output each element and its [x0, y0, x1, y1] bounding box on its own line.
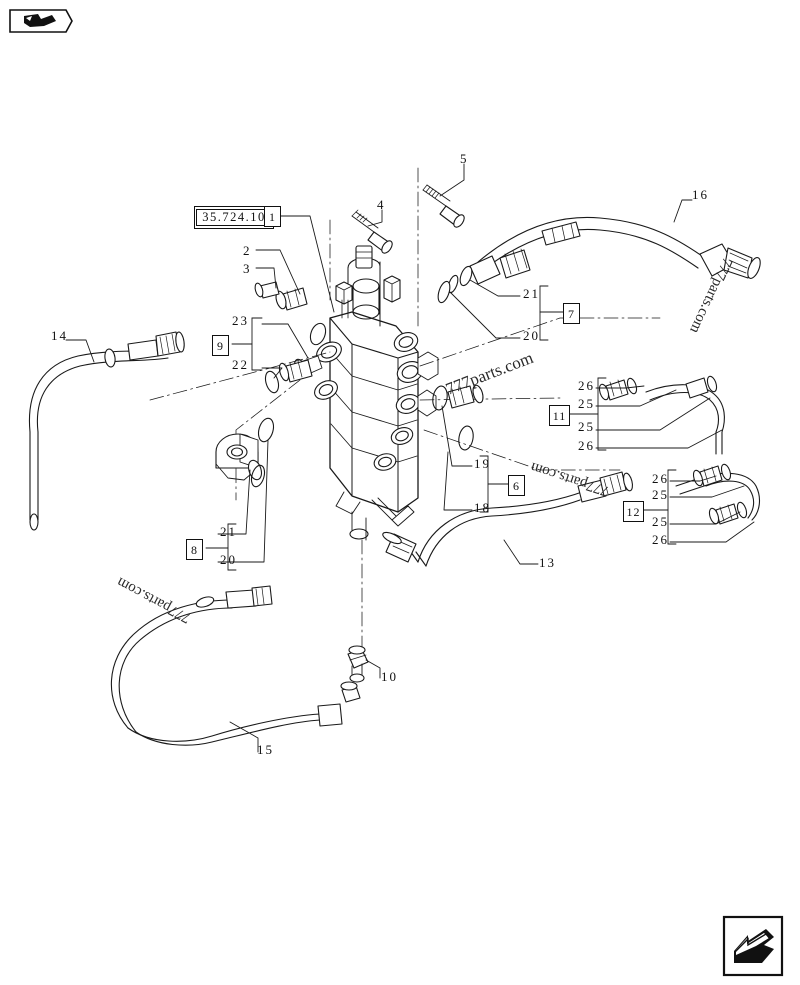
callout-5[interactable]: 5 — [460, 152, 469, 165]
callout-label: 25 — [652, 514, 669, 529]
valve-left-ports — [314, 341, 342, 400]
fitting-group-8 — [215, 417, 275, 488]
callout-4[interactable]: 4 — [377, 198, 386, 211]
callout-label: 22 — [232, 357, 249, 372]
control-valve-body — [293, 245, 439, 541]
callout-label: 20 — [220, 552, 237, 567]
tube-11 — [598, 375, 725, 455]
callout-label: 5 — [460, 151, 469, 166]
hose-15 — [110, 585, 343, 746]
callout-7[interactable]: 7 — [563, 303, 580, 324]
callout-label: 26 — [578, 378, 595, 393]
callout-label: 12 — [626, 504, 641, 519]
part-18-19 — [432, 384, 484, 451]
hose-14 — [28, 331, 185, 531]
callout-label: 23 — [232, 313, 249, 328]
callout-13[interactable]: 13 — [539, 556, 556, 569]
callout-label: 1 — [269, 209, 276, 224]
callout-25-b[interactable]: 25 — [578, 420, 595, 433]
callout-label: 3 — [243, 261, 252, 276]
callout-label: 18 — [474, 500, 491, 515]
callout-26-b[interactable]: 26 — [578, 439, 595, 452]
callout-label: 26 — [652, 471, 669, 486]
bolt-4 — [351, 209, 393, 254]
valve-right-ports — [373, 332, 424, 471]
callout-label: 26 — [578, 438, 595, 453]
callout-label: 19 — [474, 456, 491, 471]
bolt-5 — [422, 184, 465, 228]
part-2-3 — [254, 281, 308, 311]
callout-label: 26 — [652, 532, 669, 547]
callout-22[interactable]: 22 — [232, 358, 249, 371]
hose-13 — [382, 471, 634, 567]
fitting-10 — [340, 645, 369, 703]
callout-25-c[interactable]: 25 — [652, 488, 669, 501]
callout-9[interactable]: 9 — [212, 335, 229, 356]
callout-26-a[interactable]: 26 — [578, 379, 595, 392]
callout-21-right[interactable]: 21 — [523, 287, 540, 300]
callout-10[interactable]: 10 — [381, 670, 398, 683]
callout-label: 25 — [652, 487, 669, 502]
fitting-group-7 — [437, 280, 451, 304]
leader-lines — [65, 163, 755, 753]
callout-20-right[interactable]: 20 — [523, 329, 540, 342]
callout-label: 25 — [578, 419, 595, 434]
callout-25-a[interactable]: 25 — [578, 397, 595, 410]
callout-label: 15 — [257, 742, 274, 757]
center-lines — [149, 167, 661, 667]
callout-label: 6 — [513, 478, 520, 493]
callout-21-left[interactable]: 21 — [220, 525, 237, 538]
fitting-group-9 — [264, 359, 313, 394]
callout-16[interactable]: 16 — [692, 188, 709, 201]
callout-15[interactable]: 15 — [257, 743, 274, 756]
arrow-logo-boxed-icon — [722, 915, 784, 977]
callout-19[interactable]: 19 — [474, 457, 491, 470]
callout-label: 7 — [568, 306, 575, 321]
callout-1[interactable]: 1 — [264, 206, 281, 227]
callout-25-d[interactable]: 25 — [652, 515, 669, 528]
callout-label: 10 — [381, 669, 398, 684]
callout-label: 14 — [51, 328, 68, 343]
callout-8[interactable]: 8 — [186, 539, 203, 560]
callout-26-c[interactable]: 26 — [652, 472, 669, 485]
callout-14[interactable]: 14 — [51, 329, 68, 342]
callout-6[interactable]: 6 — [508, 475, 525, 496]
callout-3[interactable]: 3 — [243, 262, 252, 275]
callout-label: 9 — [217, 338, 224, 353]
reference-code-text: 35.724.10 — [196, 209, 272, 226]
callout-label: 13 — [539, 555, 556, 570]
callout-label: 8 — [191, 542, 198, 557]
callout-label: 4 — [377, 197, 386, 212]
reference-code-box: 35.724.10 — [194, 206, 274, 229]
callout-label: 21 — [220, 524, 237, 539]
callout-11[interactable]: 11 — [549, 405, 570, 426]
callout-26-d[interactable]: 26 — [652, 533, 669, 546]
callout-label: 21 — [523, 286, 540, 301]
hose-16 — [447, 216, 761, 294]
callout-20-left[interactable]: 20 — [220, 553, 237, 566]
callout-label: 20 — [523, 328, 540, 343]
callout-2[interactable]: 2 — [243, 244, 252, 257]
arrow-logo-icon — [8, 8, 74, 34]
callout-18[interactable]: 18 — [474, 501, 491, 514]
callout-label: 2 — [243, 243, 252, 258]
callout-label: 25 — [578, 396, 595, 411]
callout-12[interactable]: 12 — [623, 501, 644, 522]
callout-23[interactable]: 23 — [232, 314, 249, 327]
tube-12 — [675, 463, 761, 525]
callout-label: 16 — [692, 187, 709, 202]
callout-label: 11 — [552, 408, 567, 423]
